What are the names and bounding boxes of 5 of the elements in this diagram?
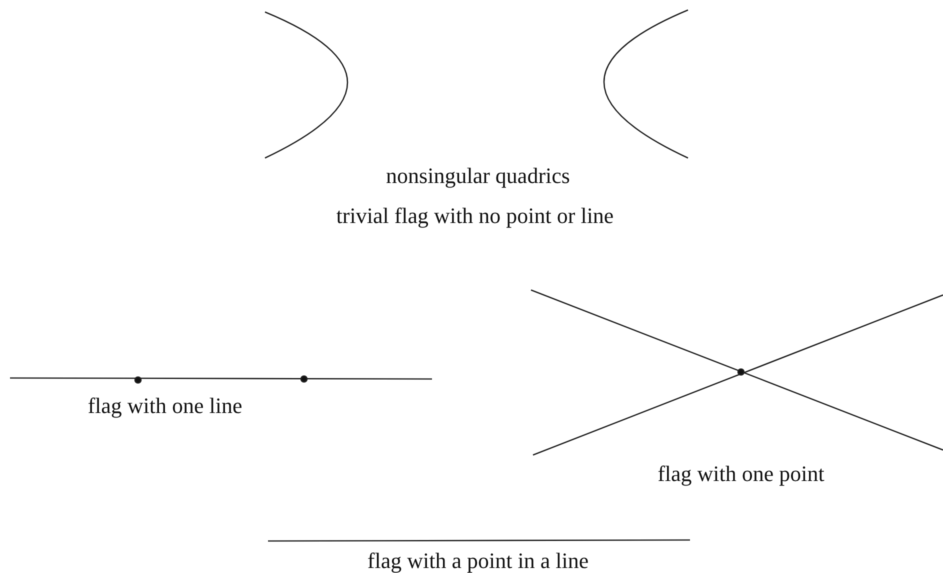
caption: flag with one line: [88, 395, 242, 417]
caption: flag with one point: [658, 463, 824, 485]
caption: trivial flag with no point or line: [336, 205, 614, 227]
caption: nonsingular quadrics: [386, 165, 570, 187]
caption: flag with a point in a line: [367, 550, 589, 572]
